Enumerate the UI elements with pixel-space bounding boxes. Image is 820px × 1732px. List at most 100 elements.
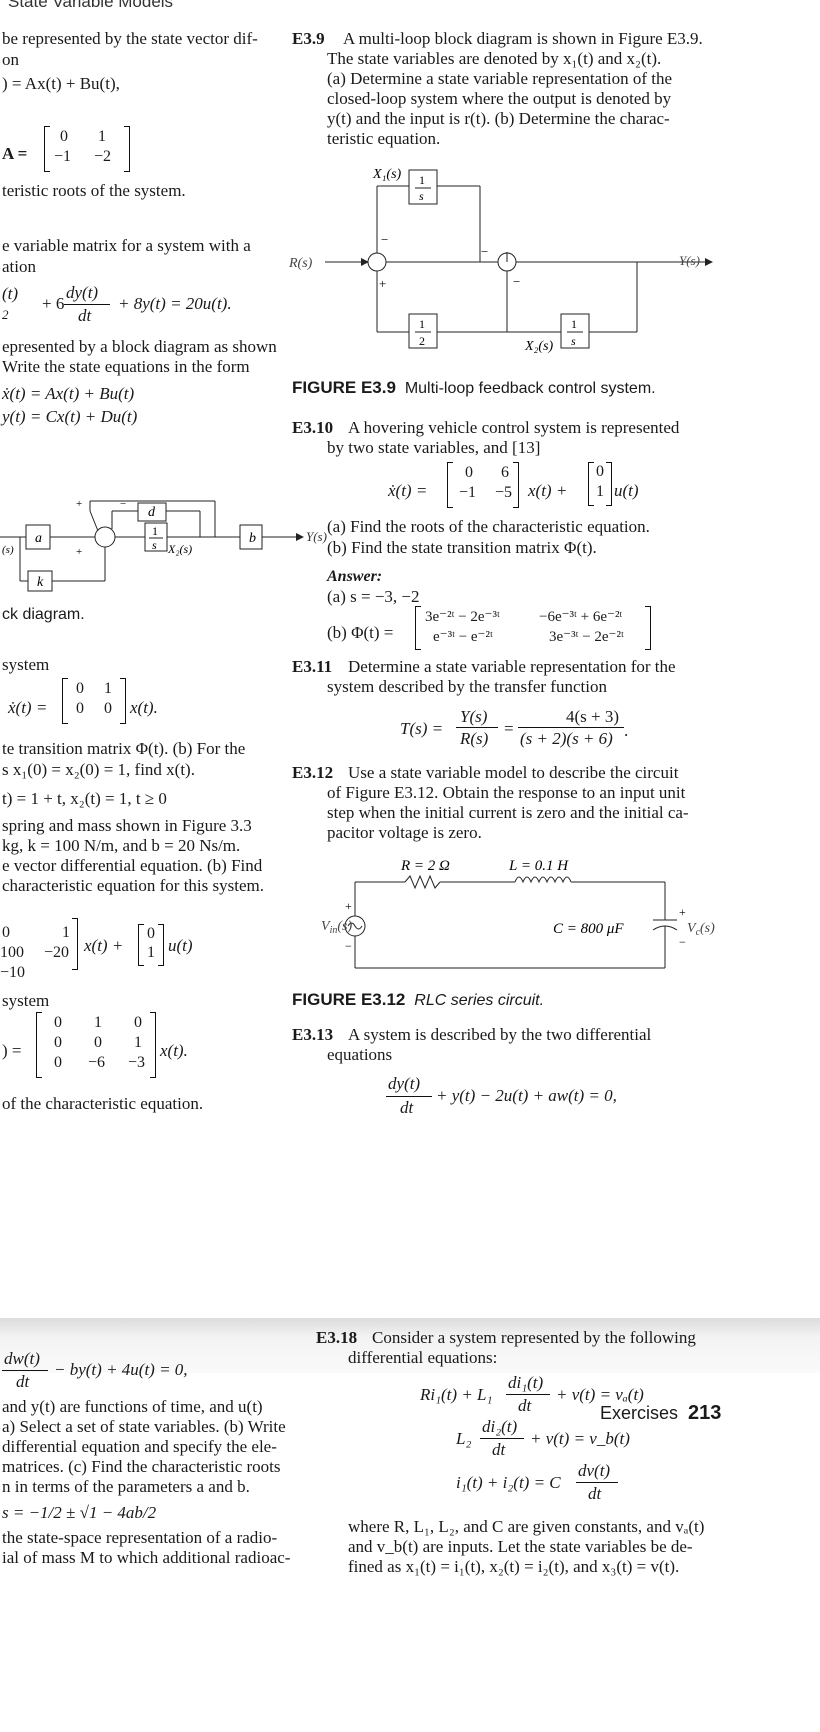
equation-part: + 8y(t) = 20u(t). [118,294,232,313]
equation-part: dt [78,306,92,325]
fraction-bar [2,1370,48,1371]
equation-part: ẋ(t) = [388,481,428,500]
matrix-cell: 0 [104,700,112,717]
exercise-number: E3.11 [292,657,333,676]
matrix-cell: 0 [76,700,84,717]
matrix-cell: −1 [54,148,72,165]
exercise-line: A hovering vehicle control system is rep… [348,418,680,437]
caption-text: Multi-loop feedback control system. [404,380,656,397]
left-line: the state-space representation of a radi… [2,1528,278,1547]
matrix-cell: 0 [54,1054,62,1071]
exercise-line: (a) Determine a state variable represent… [327,69,673,88]
output-label: Vc(s) [687,921,715,938]
fraction-bar [386,1096,432,1097]
equation-part: + v(t) = vₐ(t) [556,1385,644,1404]
equation-part: . [624,721,629,740]
exercise-line: Use a state variable model to describe t… [348,763,679,782]
equation-part: + v(t) = v_b(t) [530,1429,630,1448]
answer-line: (a) s = −3, −2 [327,587,420,606]
sign-label: − [679,935,686,949]
left-line: kg, k = 100 N/m, and b = 20 Ns/m. [2,836,241,855]
left-line: Write the state equations in the form [2,357,250,376]
equation: ẋ(t) = Ax(t) + Bu(t) [2,384,135,403]
equation-part: i₁(t) + i₂(t) = C [456,1473,561,1492]
block-label: s [571,334,576,348]
matrix-cell: 0 [76,680,84,697]
left-line: spring and mass shown in Figure 3.3 [2,816,252,835]
matrix-cell: 1 [104,680,112,697]
signal-label: X₂(s) [167,542,192,556]
block-label: 1 [419,317,425,331]
block-label: 1 [152,524,158,538]
equation-part: 2 [2,307,9,322]
exercise-number: E3.9 [292,29,325,48]
signal-label: Y(s) [679,253,700,268]
matrix-A: 0 6 −1 −5 [447,462,519,508]
matrix-M3: 0 1 0 0 0 1 0 −6 −3 [36,1012,156,1078]
exercise-number: E3.10 [292,418,334,437]
page-separator [0,1318,820,1373]
figure-caption: ck diagram. [2,606,85,623]
fraction-bar [518,727,624,728]
matrix-cell: 0 [465,464,473,481]
equation-part: u(t) [614,481,639,500]
output-label-tail: (s) [700,921,715,936]
matrix-cell: 1 [98,128,106,145]
signal-label: (s) [2,544,14,556]
matrix-cell: 100 [0,944,24,961]
exercise-line: Determine a state variable representatio… [348,657,676,676]
answer-line: (b) Φ(t) = [327,623,394,642]
fraction-bar [576,1482,618,1483]
left-line: characteristic equation for this system. [2,876,264,895]
signal-label: R(s) [288,256,313,271]
equation-part: Y(s) [460,707,488,726]
equation-part: dt [518,1396,532,1415]
left-line: matrices. (c) Find the characteristic ro… [2,1457,281,1476]
equation-part: T(s) = [400,719,444,738]
equation: y(t) = Cx(t) + Du(t) [2,407,138,426]
equation: ẋ(t) = [8,698,48,717]
sign-label: + [76,546,82,558]
matrix-cell: 1 [134,1034,142,1051]
matrix-cell: 6 [501,464,509,481]
matrix-cell: 1 [596,483,604,500]
left-line: epresented by a block diagram as shown [2,337,277,356]
equation-part: u(t) [168,936,193,955]
matrix-A: 0 1 −1 −2 [44,126,130,172]
figure-e312-circuit: R = 2 Ω L = 0.1 H C = 800 μF Vin(s) + − … [321,858,715,969]
exercise-line: fined as x₁(t) = i₁(t), x₂(t) = i₂(t), a… [348,1557,680,1576]
equation-part: di₂(t) [482,1417,518,1436]
exercise-line: closed-loop system where the output is d… [327,89,672,108]
left-block-diagram: a k d b 1 s X₂(s) Y(s) (s) + + − [0,498,327,592]
equation-part: Ri₁(t) + L₁ [420,1385,493,1404]
fraction-bar [480,1438,524,1439]
page-number: 213 [688,1402,722,1424]
equation-part: (t) [2,284,19,303]
matrix-cell: 0 [134,1014,142,1031]
block-label: s [419,189,424,203]
equation-part: x(t). [130,698,158,717]
exercise-line: differential equations: [348,1348,498,1367]
matrix-M: 0 1 0 0 [62,678,126,724]
left-line: on [2,50,19,69]
sign-label: − [513,274,520,289]
matrix-cell: 0 [2,924,10,941]
exercise-line: The state variables are denoted by x₁(t)… [327,49,662,68]
header-label: Exercises [600,1403,679,1423]
fraction-bar [456,727,498,728]
left-line: ial of mass M to which additional radioa… [2,1548,291,1567]
exercise-line: Consider a system represented by the fol… [372,1328,696,1347]
equation-part: x(t) + [528,481,568,500]
exercise-line: y(t) and the input is r(t). (b) Determin… [327,109,670,128]
equation-part: dt [16,1372,30,1391]
block-label: 1 [571,317,577,331]
matrix-cell: 1 [147,944,155,961]
fraction-bar [64,304,110,305]
exercise-line: and v_b(t) are inputs. Let the state var… [348,1537,693,1556]
equation-part: = [504,719,514,738]
left-line: e variable matrix for a system with a [2,236,251,255]
source-label-sub: in [330,925,338,936]
sign-label: − [345,939,352,953]
left-line: e vector differential equation. (b) Find [2,856,263,875]
equation-part: di₁(t) [508,1373,544,1392]
